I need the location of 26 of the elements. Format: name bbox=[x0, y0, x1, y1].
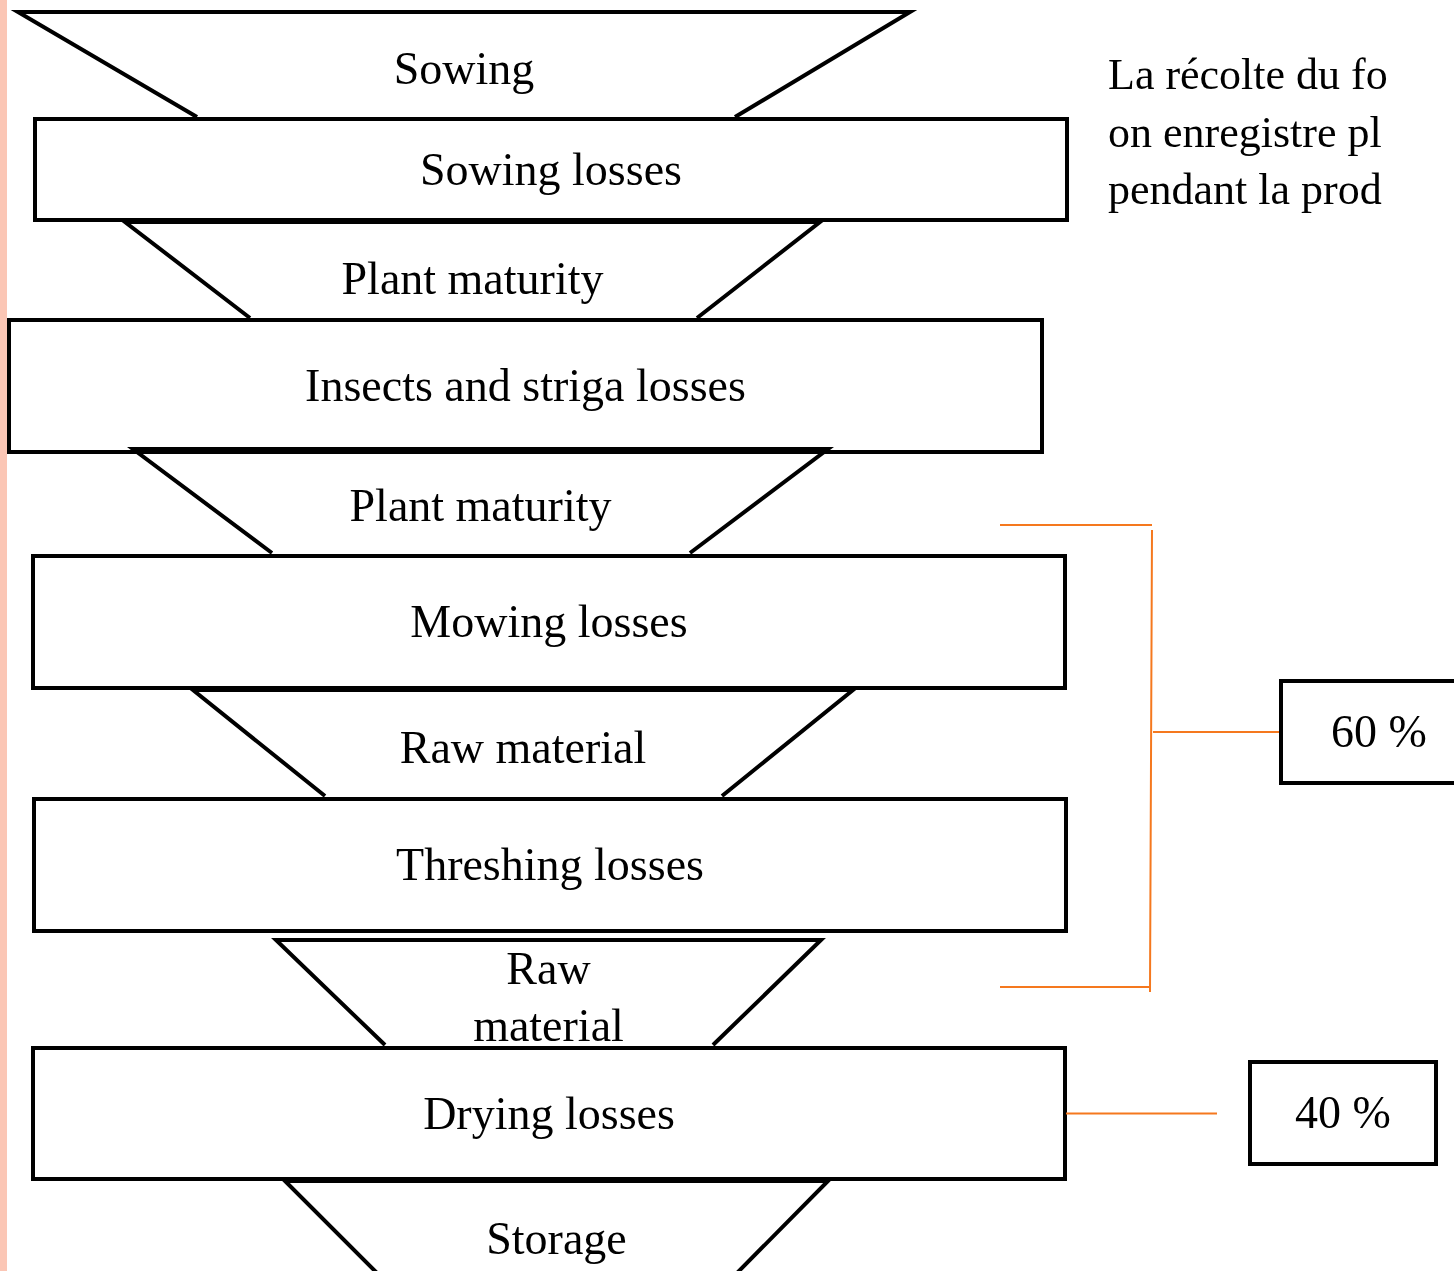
box-label: Insects and striga losses bbox=[305, 359, 746, 414]
process-box bbox=[1279, 679, 1454, 785]
note-text: La récolte du fo bbox=[1108, 49, 1388, 101]
note-text: pendant la prod bbox=[1108, 164, 1382, 216]
box-label: 40 % bbox=[1295, 1086, 1391, 1141]
stage-label: Raw material bbox=[472, 942, 625, 1053]
connector-line bbox=[1065, 1112, 1218, 1115]
process-box bbox=[31, 554, 1067, 690]
process-box bbox=[31, 1046, 1067, 1181]
stage-label: Plant maturity bbox=[341, 252, 604, 306]
stage-label: Plant maturity bbox=[349, 479, 612, 533]
process-box bbox=[7, 318, 1044, 454]
box-label: Sowing losses bbox=[420, 142, 682, 197]
box-label: Mowing losses bbox=[410, 595, 688, 650]
box-label: Drying losses bbox=[423, 1086, 675, 1141]
connector-line bbox=[1152, 731, 1280, 733]
stage-label: Raw material bbox=[399, 721, 647, 775]
process-box bbox=[1248, 1060, 1438, 1166]
box-label: 60 % bbox=[1331, 705, 1427, 760]
note-text: on enregistre pl bbox=[1108, 107, 1382, 159]
bracket bbox=[1000, 524, 1154, 993]
stage-label: Sowing bbox=[393, 42, 535, 96]
process-box bbox=[32, 797, 1068, 933]
stage-label: Storage bbox=[486, 1212, 627, 1266]
process-box bbox=[33, 117, 1069, 222]
box-label: Threshing losses bbox=[396, 838, 704, 893]
